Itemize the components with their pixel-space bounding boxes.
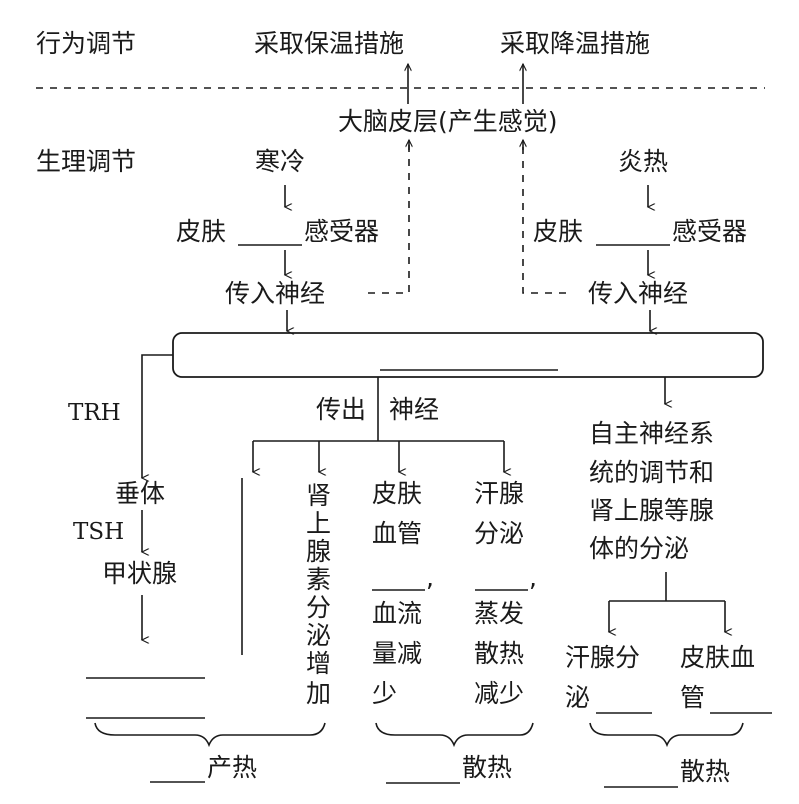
sweat-gland-response: 汗腺 分泌 , 蒸发 散热 减少 (474, 479, 537, 708)
svg-text:皮肤血: 皮肤血 (680, 643, 755, 672)
svg-text:,: , (529, 563, 537, 592)
svg-text:少: 少 (372, 679, 397, 708)
svg-text:,: , (426, 563, 434, 592)
hot-receptor-prefix: 皮肤 (533, 217, 583, 246)
svg-text:上: 上 (306, 509, 331, 538)
svg-text:肾上腺等腺: 肾上腺等腺 (589, 496, 714, 525)
produce-heat-brace (94, 722, 326, 748)
physiological-regulation-label: 生理调节 (36, 147, 136, 176)
svg-text:腺: 腺 (306, 537, 331, 566)
pituitary-label: 垂体 (115, 479, 165, 508)
svg-text:泌: 泌 (565, 683, 590, 712)
behavioral-regulation-label: 行为调节 (36, 29, 136, 58)
adrenaline-secretion-label: 肾 上 腺 素 分 泌 增 加 (306, 481, 331, 708)
svg-text:肾: 肾 (306, 481, 331, 510)
tsh-label: TSH (73, 519, 124, 545)
skin-vessel-response: 皮肤 血管 , 血流 量减 少 (372, 479, 434, 708)
svg-text:血流: 血流 (372, 599, 422, 628)
svg-text:自主神经系: 自主神经系 (589, 419, 714, 448)
thyroid-label: 甲状腺 (102, 559, 177, 588)
cold-receptor-suffix: 感受器 (304, 217, 379, 246)
cold-afferent-nerve-label: 传入神经 (225, 279, 325, 308)
trh-label: TRH (68, 400, 121, 426)
produce-heat-label: 产热 (207, 753, 257, 782)
hot-vessel-response: 皮肤血 管 (680, 643, 772, 714)
svg-text:量减: 量减 (372, 639, 422, 668)
efferent-label-right: 神经 (389, 395, 439, 424)
svg-text:体的分泌: 体的分泌 (589, 534, 689, 563)
svg-text:蒸发: 蒸发 (474, 599, 524, 628)
cool-measures-label: 采取降温措施 (500, 29, 650, 58)
svg-text:分泌: 分泌 (474, 519, 524, 548)
dissipate-heat-label-2: 散热 (680, 757, 730, 786)
svg-text:汗腺分: 汗腺分 (565, 643, 640, 672)
warm-measures-label: 采取保温措施 (254, 29, 404, 58)
svg-text:汗腺: 汗腺 (474, 479, 524, 508)
hot-afferent-nerve-label: 传入神经 (588, 279, 688, 308)
cold-stimulus-label: 寒冷 (255, 147, 305, 176)
svg-text:分: 分 (306, 593, 331, 622)
dashed-hot-afferent-to-cortex (522, 142, 566, 294)
hot-receptor-suffix: 感受器 (672, 217, 747, 246)
hot-sweat-response: 汗腺分 泌 (565, 643, 652, 714)
svg-text:泌: 泌 (306, 621, 331, 650)
svg-text:皮肤: 皮肤 (372, 479, 422, 508)
cerebral-cortex-label: 大脑皮层(产生感觉) (338, 107, 558, 136)
efferent-label-left: 传出 (316, 395, 366, 424)
cold-receptor-prefix: 皮肤 (176, 217, 226, 246)
svg-text:减少: 减少 (474, 679, 524, 708)
autonomic-regulation-label: 自主神经系 统的调节和 肾上腺等腺 体的分泌 (589, 419, 714, 563)
svg-text:加: 加 (306, 679, 331, 708)
dashed-cold-afferent-to-cortex (368, 142, 410, 294)
arrow-center-to-pituitary (142, 354, 173, 478)
svg-text:散热: 散热 (474, 639, 524, 668)
dissipate-heat-brace-2 (589, 722, 744, 748)
dissipate-heat-brace-1 (375, 722, 534, 748)
dissipate-heat-label-1: 散热 (462, 753, 512, 782)
svg-text:增: 增 (306, 649, 331, 678)
hot-stimulus-label: 炎热 (618, 147, 668, 176)
svg-text:统的调节和: 统的调节和 (589, 458, 714, 487)
svg-text:管: 管 (680, 683, 705, 712)
svg-text:素: 素 (306, 565, 331, 594)
svg-text:血管: 血管 (372, 519, 422, 548)
